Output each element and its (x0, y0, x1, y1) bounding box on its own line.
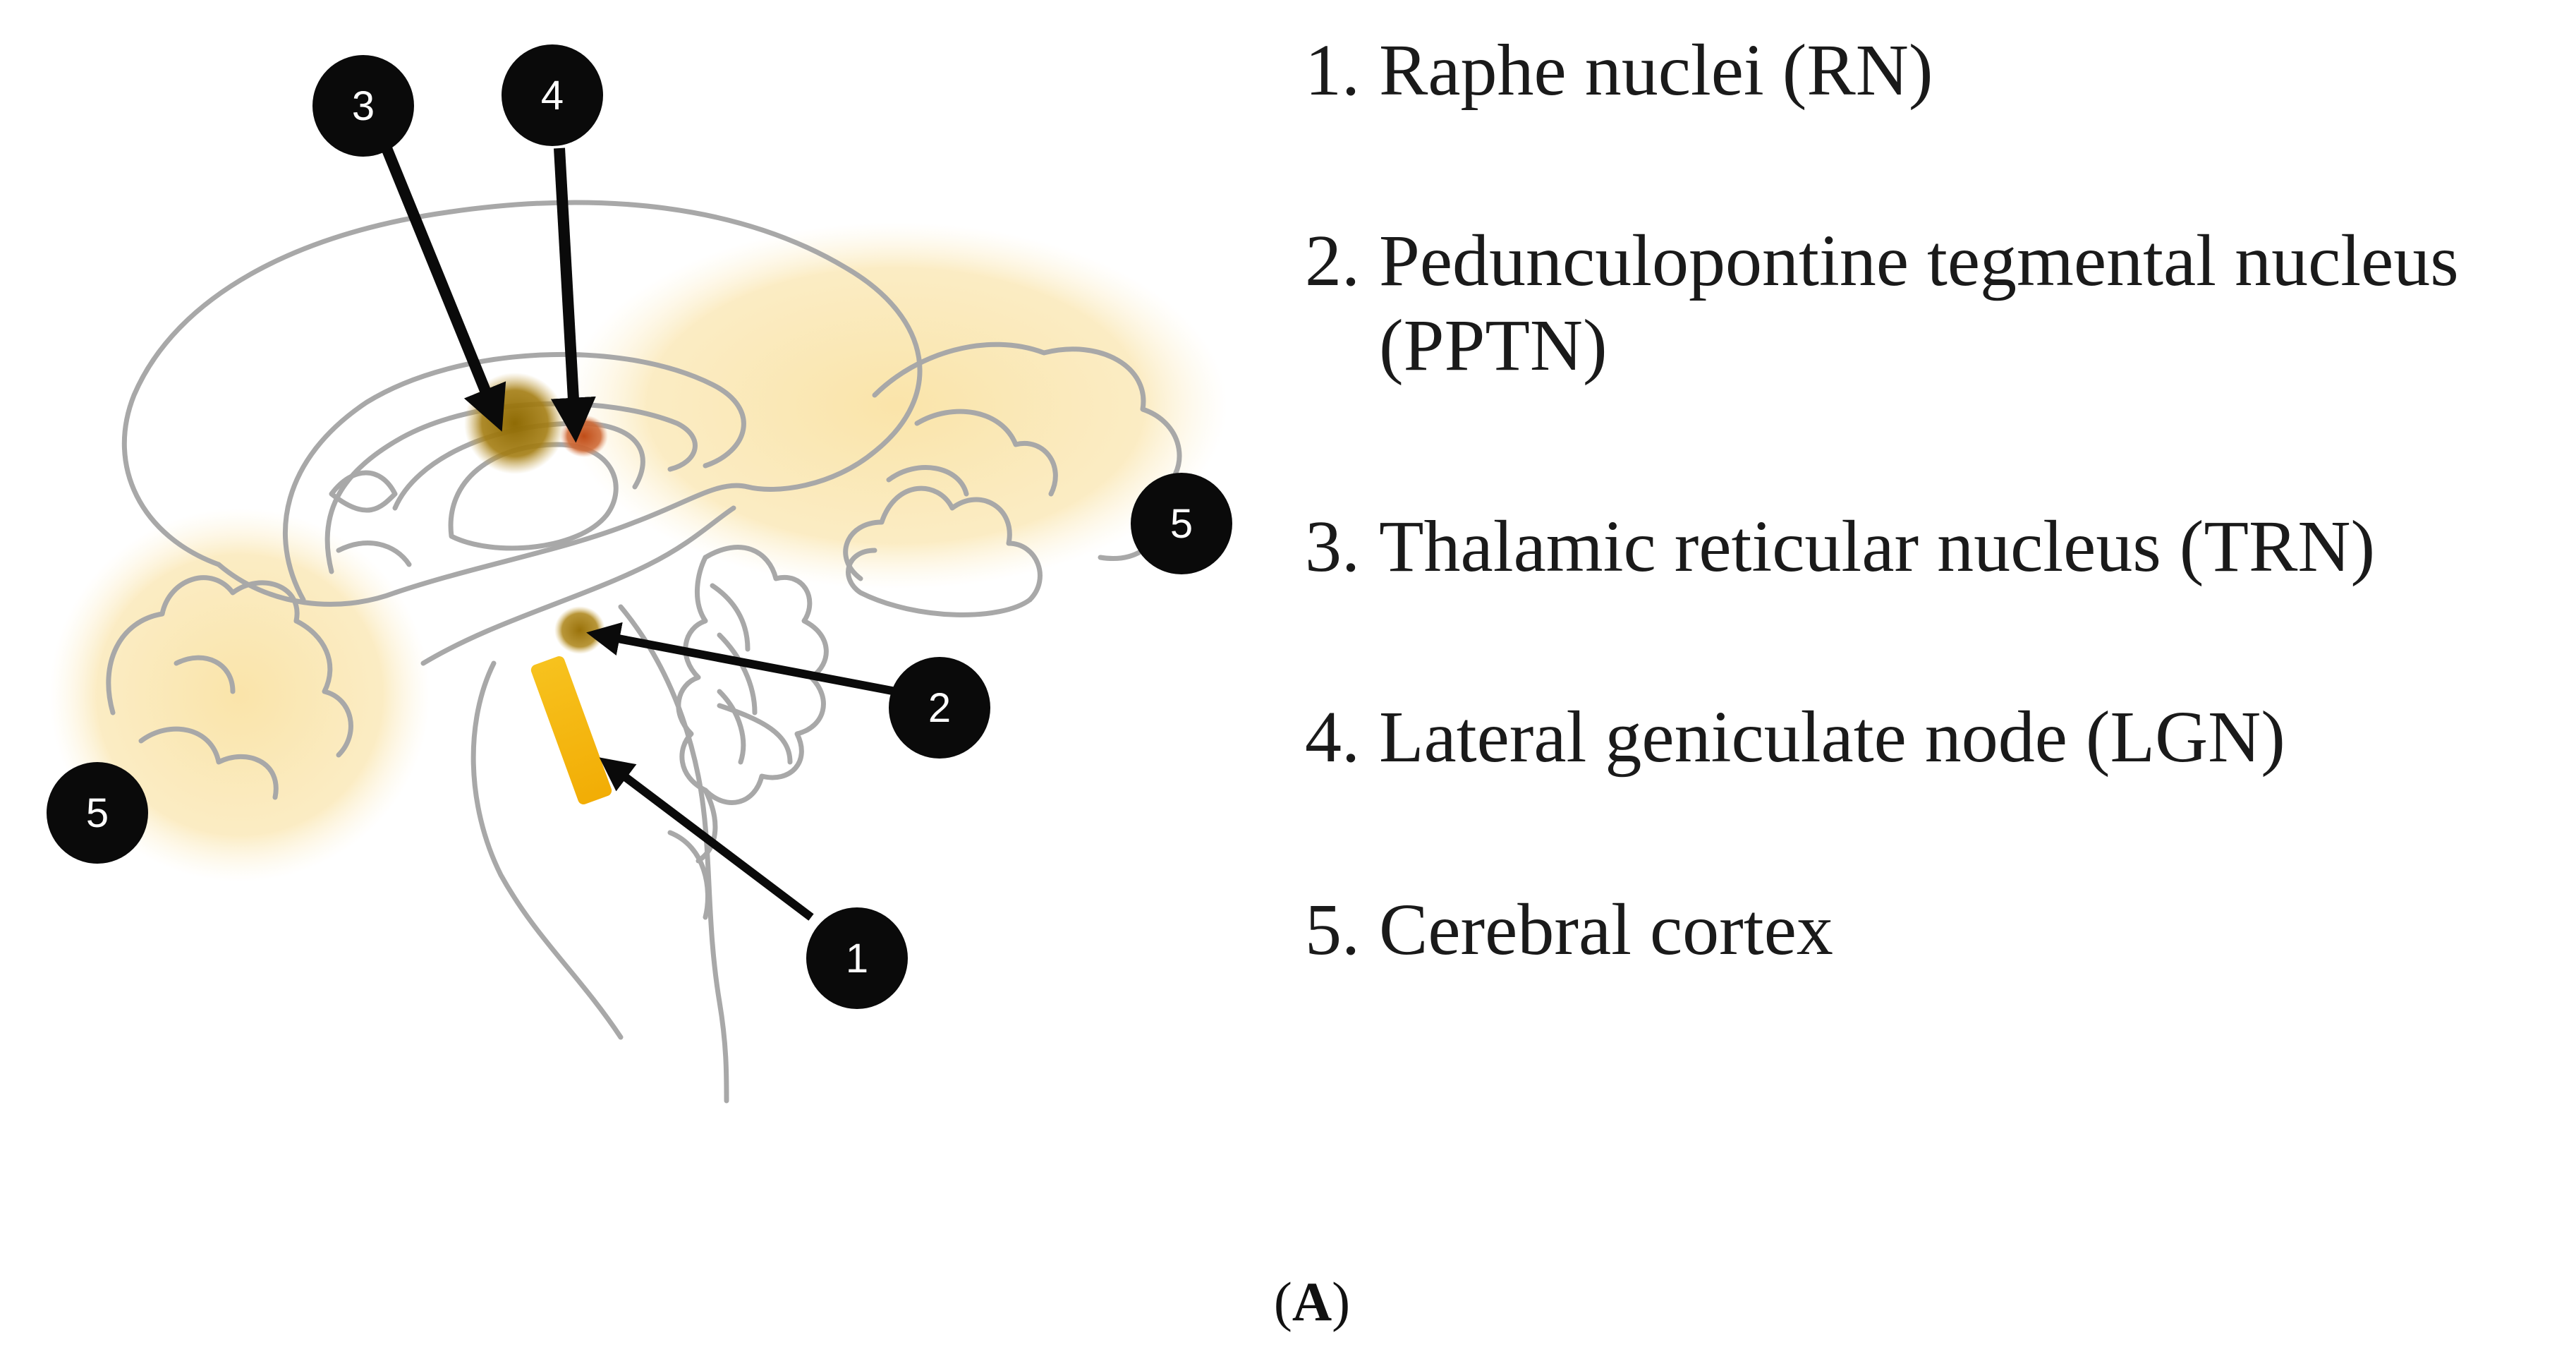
panel-label: (A) (1270, 1270, 1354, 1334)
marker-4-label: 4 (541, 73, 564, 119)
pptn-region (554, 606, 605, 654)
legend-label: Lateral geniculate node (LGN) (1379, 696, 2285, 778)
legend-number: 2. (1305, 220, 1360, 301)
marker-5-front-label: 5 (86, 790, 109, 836)
marker-5-back-label: 5 (1170, 501, 1193, 547)
cerebellum (676, 545, 829, 864)
occipital-cortex-highlight (564, 222, 1227, 589)
marker-3-label: 3 (352, 83, 375, 129)
marker-2-label: 2 (928, 685, 951, 731)
brain-diagram: 3 4 5 2 5 1 (47, 44, 1232, 1104)
marker-4-circle (502, 44, 603, 146)
marker-2: 2 (889, 657, 990, 759)
arrow-3 (381, 145, 506, 432)
legend-item-1: 1.Raphe nuclei (RN) (1305, 28, 2571, 113)
marker-5-front: 5 (47, 762, 148, 864)
marker-5-back: 5 (1131, 473, 1232, 574)
legend-item-3: 3.Thalamic reticular nucleus (TRN) (1305, 505, 2571, 589)
panel-label-letter: A (1292, 1271, 1332, 1332)
legend-number: 1. (1305, 30, 1360, 111)
legend-number: 5. (1305, 889, 1360, 970)
raphe-region (530, 656, 612, 804)
arrow-1 (599, 757, 814, 921)
panel-label-close: ) (1332, 1271, 1351, 1332)
legend-label: Cerebral cortex (1379, 889, 1833, 970)
arrow-4 (550, 147, 596, 443)
legend-number: 3. (1305, 506, 1360, 587)
legend-item-4: 4.Lateral geniculate node (LGN) (1305, 695, 2571, 780)
marker-2-circle (889, 657, 990, 759)
marker-5-back-circle (1131, 473, 1232, 574)
legend-label: Pedunculopontine tegmental nucleus (PPTN… (1379, 220, 2459, 386)
marker-3: 3 (312, 55, 414, 157)
marker-3-circle (312, 55, 414, 157)
marker-1-label: 1 (846, 936, 868, 982)
marker-1: 1 (806, 907, 908, 1009)
frontal-gyri (106, 575, 353, 800)
lgn-region (560, 415, 608, 457)
legend-label: Raphe nuclei (RN) (1379, 30, 1933, 111)
legend-item-5: 5.Cerebral cortex (1305, 888, 2571, 972)
marker-4: 4 (502, 44, 603, 146)
legend-number: 4. (1305, 696, 1360, 778)
panel-label-open: ( (1273, 1271, 1292, 1332)
marker-5-front-circle (47, 762, 148, 864)
frontal-cortex-highlight (49, 508, 430, 882)
arrow-2 (586, 622, 897, 696)
marker-1-circle (806, 907, 908, 1009)
legend-label: Thalamic reticular nucleus (TRN) (1379, 506, 2376, 587)
legend-item-2: 2.Pedunculopontine tegmental nucleus (PP… (1305, 219, 2571, 387)
